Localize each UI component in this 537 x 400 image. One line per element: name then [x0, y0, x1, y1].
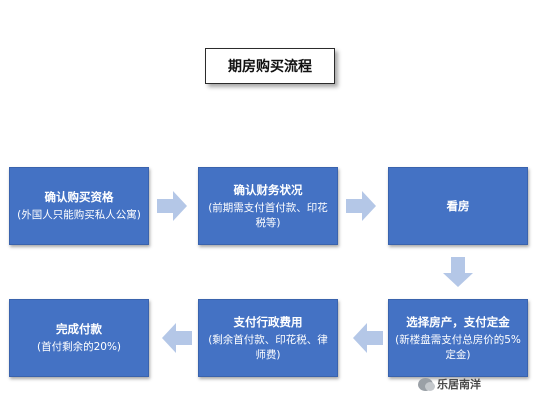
arrow-down-icon: [443, 257, 473, 287]
step-choose-property: 选择房产，支付定金 (新楼盘需支付总房价的5%定金): [388, 299, 528, 377]
step-title: 支付行政费用: [233, 314, 303, 329]
step-confirm-eligibility: 确认购买资格 (外国人只能购买私人公寓): [9, 167, 149, 245]
step-title: 确认购买资格: [44, 190, 114, 204]
step-title: 确认财务状况: [233, 182, 303, 197]
step-confirm-finances: 确认财务状况 (前期需支付首付款、印花税等): [198, 167, 338, 245]
step-complete-payment: 完成付款 (首付剩余的20%): [9, 299, 149, 377]
wechat-icon: [418, 377, 435, 391]
arrow-left-icon: [162, 323, 192, 353]
watermark-text: 乐居南洋: [437, 378, 481, 391]
arrow-right-icon: [346, 191, 376, 221]
step-title: 选择房产，支付定金: [406, 314, 510, 329]
step-detail: (首付剩余的20%): [36, 341, 122, 353]
step-pay-admin-fees: 支付行政费用 (剩余首付款、印花税、律师费): [198, 299, 338, 377]
watermark: 乐居南洋: [418, 374, 481, 394]
step-title: 看房: [446, 199, 470, 213]
step-detail: (前期需支付首付款、印花税等): [208, 201, 328, 229]
step-detail: (外国人只能购买私人公寓): [17, 209, 141, 221]
step-view-property: 看房: [388, 167, 528, 245]
arrow-right-icon: [157, 191, 187, 221]
page-title: 期房购买流程: [205, 48, 335, 84]
step-detail: (剩余首付款、印花税、律师费): [208, 333, 328, 361]
step-title: 完成付款: [56, 322, 102, 336]
arrow-left-icon: [353, 323, 383, 353]
step-detail: (新楼盘需支付总房价的5%定金): [395, 333, 521, 361]
